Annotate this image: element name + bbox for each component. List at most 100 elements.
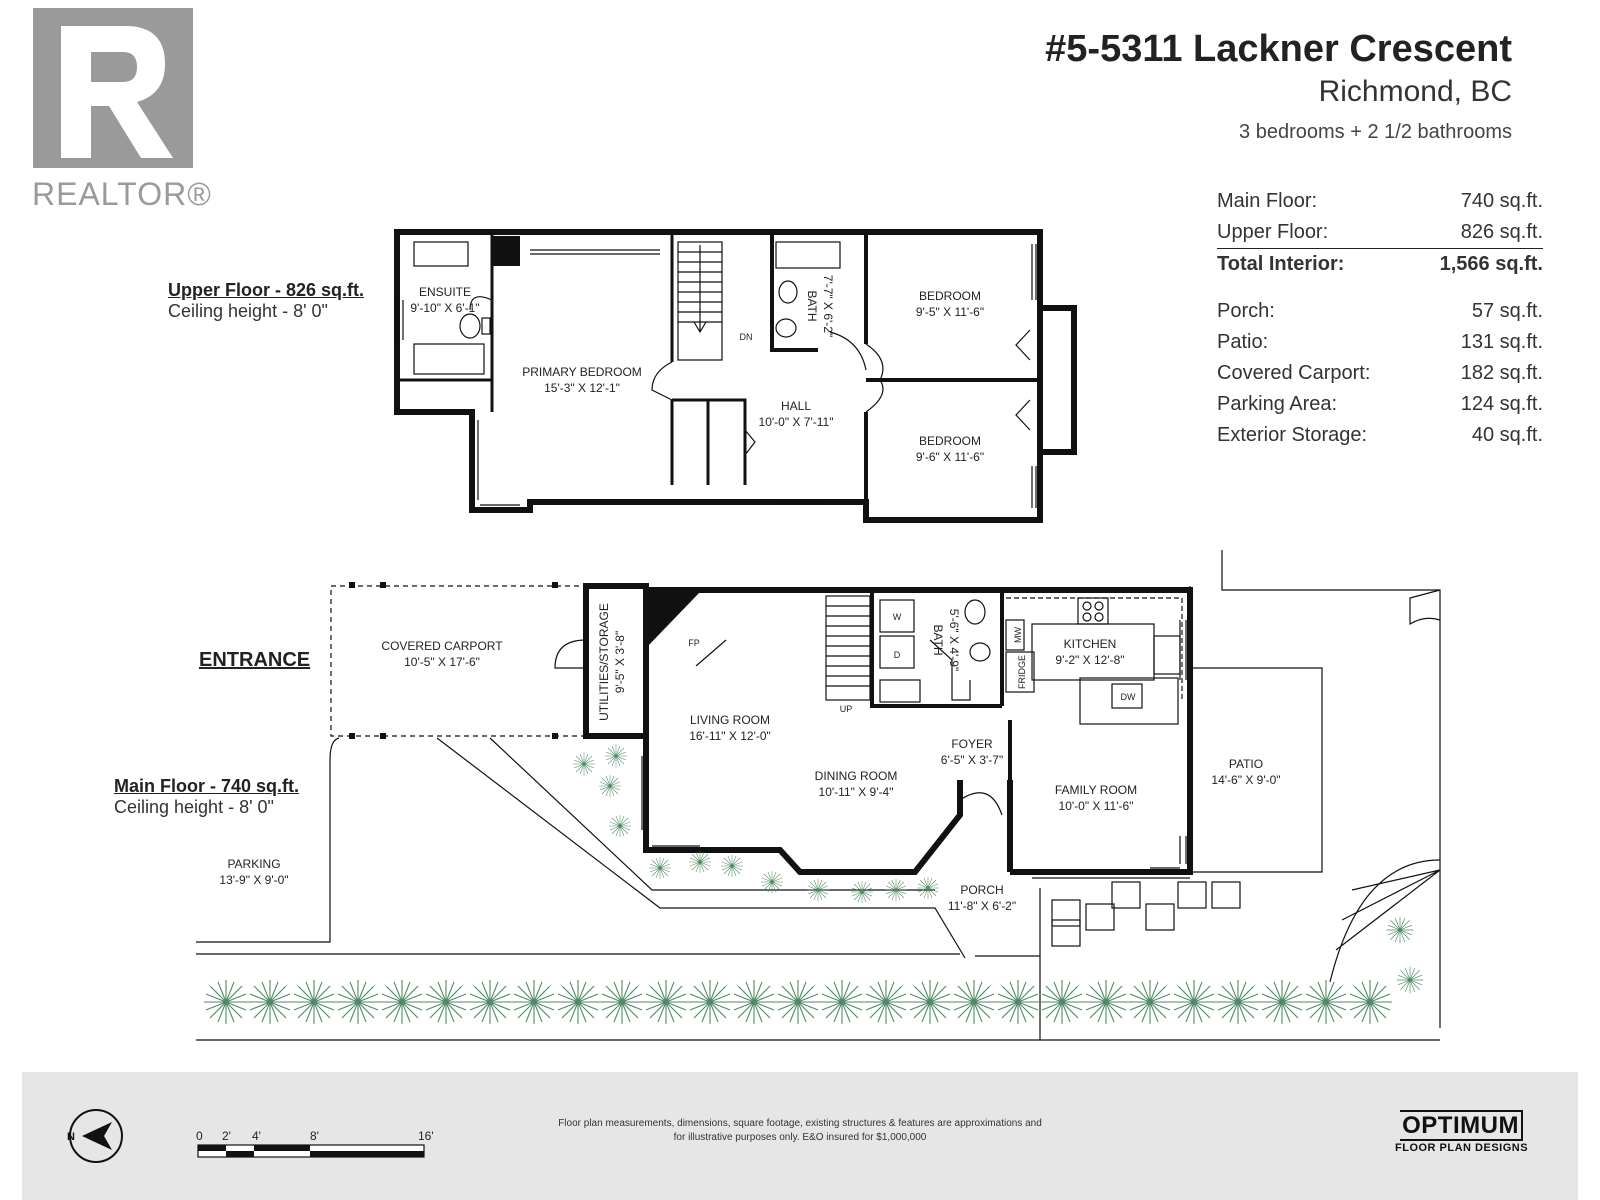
scale-tick-label: 8' (310, 1129, 319, 1143)
address-block: #5-5311 Lackner Crescent Richmond, BC 3 … (1045, 28, 1512, 144)
area-row: Main Floor:740 sq.ft. (1217, 190, 1543, 212)
plant-icon (864, 980, 908, 1024)
plant-icon (885, 879, 907, 901)
optimum-logo: OPTIMUM FLOOR PLAN DESIGNS (1395, 1110, 1529, 1154)
room-label: BATH (805, 290, 819, 321)
fireplace-label: FP (688, 638, 700, 648)
plant-icon (1260, 980, 1304, 1024)
footer-band (22, 1072, 1578, 1200)
room-dims: 14'-6" X 9'-0" (1211, 773, 1280, 787)
north-arrow-icon: N (67, 1109, 123, 1163)
room-dims: 9'-2" X 12'-8" (1055, 653, 1124, 667)
room-label: KITCHEN (1064, 637, 1117, 651)
plant-icon (600, 980, 644, 1024)
plant-icon (609, 815, 631, 837)
room-label: ENSUITE (419, 285, 471, 299)
plant-icon (1216, 980, 1260, 1024)
upper-floor-caption: Upper Floor - 826 sq.ft. Ceiling height … (168, 280, 364, 322)
plant-icon (573, 753, 595, 775)
plant-icon (1040, 980, 1084, 1024)
room-label: PRIMARY BEDROOM (522, 365, 642, 379)
room-dims: 16'-11" X 12'-0" (689, 729, 771, 743)
room-dims: 10'-0" X 11'-6" (1059, 799, 1134, 813)
scale-tick-label: 4' (252, 1129, 261, 1143)
room-dims: 10'-5" X 17'-6" (404, 655, 480, 669)
area-row: Covered Carport:182 sq.ft. (1217, 362, 1543, 384)
plant-icon (851, 881, 873, 903)
address-line2: Richmond, BC (1318, 75, 1512, 108)
room-label: PARKING (227, 857, 280, 871)
main-floor-caption: Main Floor - 740 sq.ft. Ceiling height -… (114, 776, 299, 818)
plant-icon (380, 980, 424, 1024)
main-floor-title: Main Floor - 740 sq.ft. (114, 776, 300, 796)
room-label: BEDROOM (919, 289, 981, 303)
area-row: Parking Area:124 sq.ft. (1217, 393, 1543, 415)
realtor-logo-icon (33, 8, 193, 168)
room-label: DINING ROOM (815, 769, 898, 783)
plant-icon (908, 980, 952, 1024)
room-dims: 9'-6" X 11'-6" (916, 450, 984, 464)
room-label: BEDROOM (919, 434, 981, 448)
plant-icon (1128, 980, 1172, 1024)
upper-floor-ceiling: Ceiling height - 8' 0" (168, 301, 328, 321)
room-label: PORCH (960, 883, 1003, 897)
area-table: Main Floor:740 sq.ft. Upper Floor:826 sq… (1217, 186, 1543, 451)
plant-icon (1386, 916, 1414, 944)
brand-subtitle: FLOOR PLAN DESIGNS (1395, 1142, 1529, 1154)
room-dims: 15'-3" X 12'-1" (544, 381, 620, 395)
area-row: Upper Floor:826 sq.ft. (1217, 221, 1543, 243)
plant-icon (807, 879, 829, 901)
stair-up-label: UP (840, 704, 853, 714)
plant-icon (776, 980, 820, 1024)
area-row: Patio:131 sq.ft. (1217, 331, 1543, 353)
realtor-wordmark: REALTOR® (32, 176, 212, 212)
plant-icon (952, 980, 996, 1024)
room-label: BATH (931, 624, 945, 655)
room-labels: ENSUITE 9'-10" X 6'-1" PRIMARY BEDROOM 1… (219, 275, 1280, 913)
washer-label: W (893, 612, 902, 622)
plant-icon (512, 980, 556, 1024)
upper-floor-title: Upper Floor - 826 sq.ft. (168, 280, 365, 300)
property-summary: 3 bedrooms + 2 1/2 bathrooms (1239, 121, 1512, 143)
address-line1: #5-5311 Lackner Crescent (1045, 28, 1512, 70)
plant-icon (468, 980, 512, 1024)
room-dims: 9'-10" X 6'-1" (410, 301, 479, 315)
plant-icon (644, 980, 688, 1024)
upper-bump-wall (1037, 305, 1077, 455)
room-dims: 6'-5" X 3'-7" (941, 753, 1003, 767)
carport-outline (330, 585, 587, 737)
room-dims: 9'-5" X 11'-6" (916, 305, 984, 319)
area-row-total: Total Interior:1,566 sq.ft. (1217, 248, 1543, 280)
room-dims: 5'-6" X 4'-9" (947, 609, 961, 671)
room-label: FAMILY ROOM (1055, 783, 1137, 797)
plant-icon (424, 980, 468, 1024)
scale-tick-label: 16' (418, 1129, 434, 1143)
room-label: PATIO (1229, 757, 1263, 771)
plant-icon (248, 980, 292, 1024)
brand-name: OPTIMUM (1400, 1110, 1523, 1141)
area-row: Exterior Storage:40 sq.ft. (1217, 424, 1543, 446)
plant-row (204, 745, 1424, 1024)
main-floor-ceiling: Ceiling height - 8' 0" (114, 797, 274, 817)
plant-icon (1172, 980, 1216, 1024)
north-label: N (67, 1131, 75, 1143)
room-dims: 7'-7" X 6'-2" (821, 275, 835, 337)
scale-bar: 0 2' 4' 8' 16' (196, 1129, 434, 1158)
plant-icon (599, 775, 621, 797)
plant-icon (649, 857, 671, 879)
plant-icon (820, 980, 864, 1024)
dryer-label: D (894, 650, 901, 660)
room-dims: 11'-8" X 6'-2" (948, 899, 1016, 913)
room-dims: 10'-11" X 9'-4" (819, 785, 894, 799)
plant-icon (292, 980, 336, 1024)
plant-icon (689, 851, 711, 873)
room-label: LIVING ROOM (690, 713, 770, 727)
stair-dn-label: DN (740, 332, 753, 342)
plant-icon (996, 980, 1040, 1024)
scale-tick-label: 0 (196, 1129, 203, 1143)
entrance-label: ENTRANCE (199, 649, 311, 671)
plant-icon (1348, 980, 1392, 1024)
plant-icon (605, 745, 627, 767)
room-dims: 10'-0" X 7'-11" (759, 415, 834, 429)
plant-icon (917, 877, 939, 899)
